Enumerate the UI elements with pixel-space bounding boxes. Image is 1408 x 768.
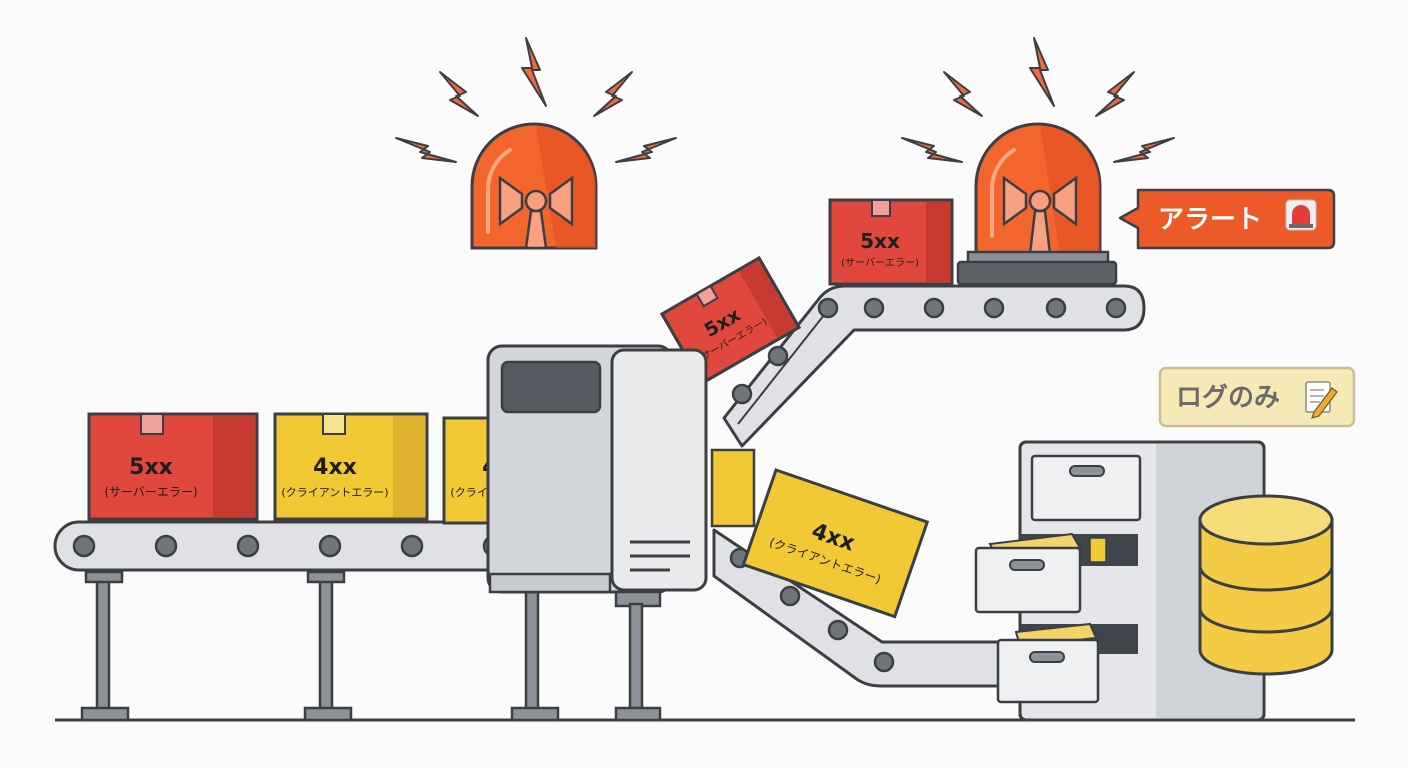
lightning-icon xyxy=(901,37,1175,163)
box-server-error-top: 5xx (サーバーエラー) xyxy=(828,198,954,286)
box-code: 5xx xyxy=(129,455,173,480)
box-server-error-queued: 5xx (サーバーエラー) xyxy=(87,412,259,521)
siren-left xyxy=(395,37,677,250)
rotating-light-icon xyxy=(1285,199,1317,231)
database-icon xyxy=(1198,494,1334,676)
log-only-badge: ログのみ xyxy=(1158,366,1356,428)
siren-right xyxy=(901,37,1175,286)
box-desc: (クライアントエラー) xyxy=(281,486,388,499)
lightning-icon xyxy=(395,37,677,163)
memo-icon xyxy=(1305,381,1338,419)
box-client-error-falling: 4xx (クライアントエラー) xyxy=(741,468,930,619)
box-client-error-queued: 4xx (クライアントエラー) xyxy=(273,412,429,521)
main-conveyor xyxy=(53,520,605,722)
log-only-label: ログのみ xyxy=(1176,383,1280,413)
upper-conveyor xyxy=(722,284,1146,448)
alert-label: アラート xyxy=(1158,205,1262,235)
box-code: 4xx xyxy=(313,455,357,480)
sorting-machine xyxy=(486,344,756,722)
box-desc: (サーバーエラー) xyxy=(841,257,919,269)
box-code: 5xx xyxy=(860,229,900,253)
alert-badge: アラート xyxy=(1118,188,1336,250)
box-desc: (サーバーエラー) xyxy=(104,485,197,499)
